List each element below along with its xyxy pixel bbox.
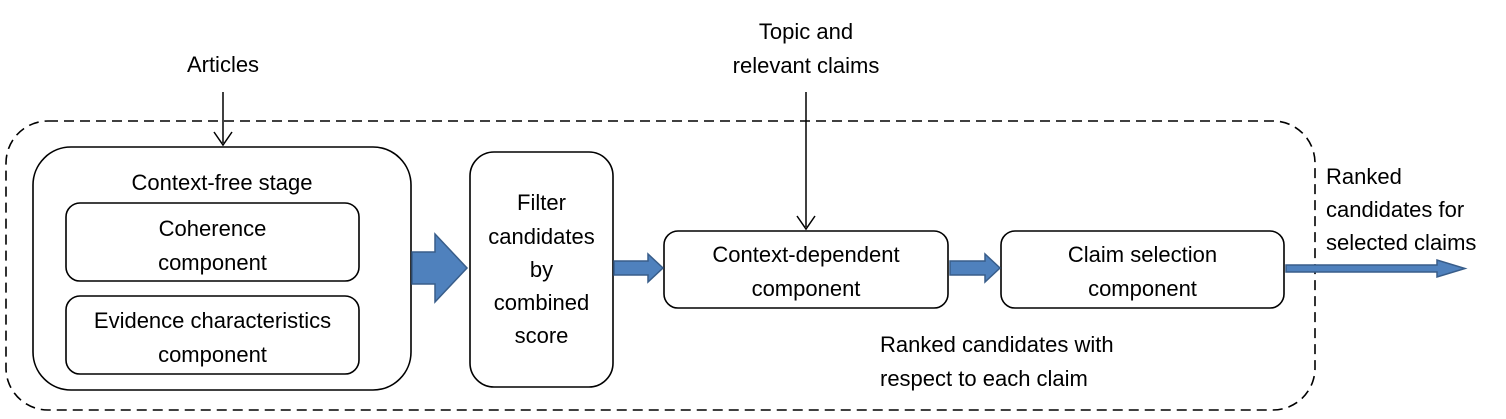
output-label-line2: candidates for: [1326, 197, 1465, 222]
ranked-per-claim-line1: Ranked candidates with: [880, 332, 1114, 357]
coherence-component-box: [65, 202, 360, 282]
filter-label-line2: candidates: [488, 224, 595, 249]
output-arrow: [1285, 258, 1468, 279]
filter-label-line4: combined: [493, 290, 590, 315]
evidence-label-line2: component: [158, 342, 267, 367]
evidence-component-box: [65, 295, 360, 375]
output-label-line3: selected claims: [1326, 230, 1477, 255]
context-free-stage-title: Context-free stage: [131, 170, 313, 195]
topic-label-line2: relevant claims: [732, 53, 880, 78]
filter-box: [469, 151, 614, 388]
topic-input-arrow: [796, 92, 816, 231]
claim-selection-box: [1000, 230, 1285, 309]
output-label-line1: Ranked: [1326, 164, 1402, 189]
context-dependent-label-line2: component: [751, 276, 861, 301]
context-dependent-box: [663, 230, 949, 309]
articles-input-arrow: [213, 92, 233, 147]
articles-label: Articles: [186, 52, 260, 77]
claim-selection-label-line2: component: [1088, 276, 1197, 301]
evidence-label-line1: Evidence characteristics: [93, 308, 332, 333]
coherence-label-line2: component: [158, 250, 267, 275]
context-to-selection-arrow: [949, 252, 1002, 284]
stage-to-filter-arrow: [411, 232, 469, 304]
topic-label-line1: Topic and: [758, 19, 854, 44]
filter-label-line3: by: [529, 257, 554, 282]
claim-selection-label-line1: Claim selection: [1067, 242, 1218, 267]
coherence-label-line1: Coherence: [158, 216, 267, 241]
filter-to-context-arrow: [613, 252, 665, 284]
context-dependent-label-line1: Context-dependent: [712, 242, 900, 267]
filter-label-line5: score: [514, 323, 569, 348]
filter-label-line1: Filter: [517, 190, 566, 215]
ranked-per-claim-line2: respect to each claim: [880, 366, 1088, 391]
